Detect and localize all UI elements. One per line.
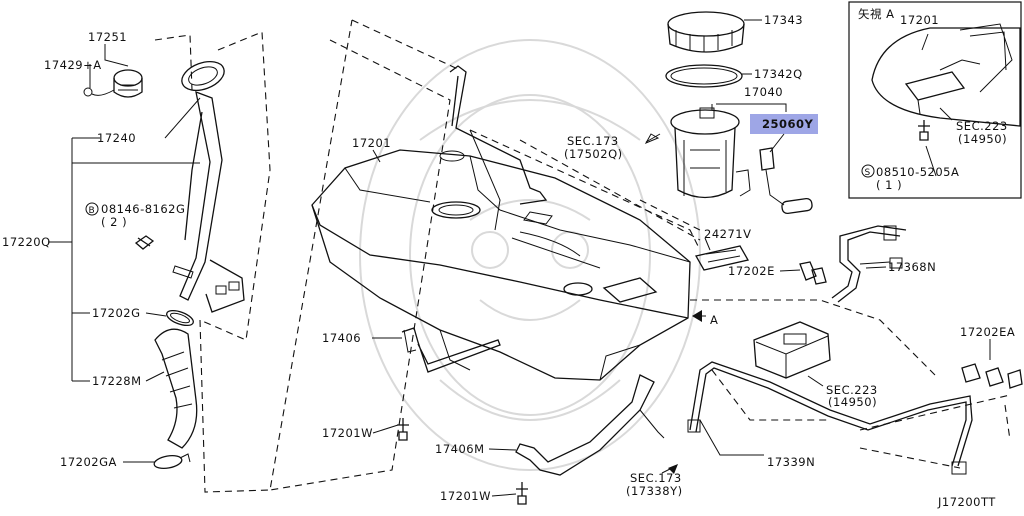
label-group: 17251 17429+A 17240 17220Q B 08146-8162G…	[2, 7, 1015, 509]
hose-17228m	[154, 328, 198, 449]
bolt-circle-b-text: B	[89, 206, 95, 216]
label-17429a: 17429+A	[44, 58, 102, 72]
label-08146: 08146-8162G	[101, 202, 185, 216]
harness-24271v	[695, 245, 749, 271]
label-17228m: 17228M	[92, 374, 142, 388]
bolt-17201w-a	[397, 418, 409, 441]
hose-clamp-17202ga	[153, 453, 191, 470]
label-diagram-code: J17200TT	[937, 495, 996, 509]
label-sec173-b: SEC.173	[630, 471, 682, 485]
fuel-cap	[83, 69, 143, 98]
label-sec173-a-ref: (17502Q)	[564, 147, 623, 161]
center-leaders	[372, 149, 517, 497]
arrow-a	[692, 310, 706, 322]
inset-label-bolt-qty: ( 1 )	[876, 178, 902, 192]
label-17202ga: 17202GA	[60, 455, 117, 469]
clip-17202e	[799, 261, 827, 285]
label-17202g: 17202G	[92, 306, 141, 320]
label-17040: 17040	[744, 85, 783, 99]
label-17220q: 17220Q	[2, 235, 51, 249]
label-sec223-main-ref: (14950)	[828, 395, 877, 409]
filler-ring	[181, 61, 225, 91]
dashed-frame-canister	[690, 299, 939, 421]
tube-17339n	[687, 361, 973, 475]
inset-label-bolt: 08510-5205A	[876, 165, 959, 179]
dashed-frame-pump	[519, 139, 701, 241]
dashed-frame-tank	[269, 19, 701, 491]
vent-tube	[449, 65, 548, 231]
inset-label-17201: 17201	[900, 13, 939, 27]
pump-leaders	[644, 19, 787, 153]
dashed-frame-lower-left	[199, 19, 353, 493]
label-24271v: 24271V	[704, 227, 751, 241]
label-17406: 17406	[322, 331, 361, 345]
canister-sec223	[753, 321, 831, 379]
dashed-frame-left	[154, 31, 271, 341]
inset-label-sec223-ref: (14950)	[958, 132, 1007, 146]
label-25060y: 25060Y	[762, 117, 814, 131]
bolt-circle-b-icon	[85, 202, 99, 216]
label-17339n: 17339N	[767, 455, 815, 469]
lock-ring-17343	[667, 11, 745, 53]
label-17201-tank: 17201	[352, 136, 391, 150]
tank-strap-17406	[401, 327, 501, 373]
label-17201w-b: 17201W	[440, 489, 491, 503]
dashed-frame-lower-right	[859, 394, 1011, 469]
inset-view-a-drawing	[861, 23, 1021, 178]
label-17240: 17240	[97, 131, 136, 145]
label-08146-qty: ( 2 )	[101, 215, 127, 229]
gasket-17342q	[665, 64, 743, 88]
fuel-tank	[311, 149, 691, 381]
label-17202e: 17202E	[728, 264, 775, 278]
tube-17368n	[831, 225, 907, 303]
label-17342q: 17342Q	[754, 67, 803, 81]
bolt-17201w-b	[516, 482, 528, 505]
label-sec173-b-ref: (17338Y)	[626, 484, 683, 498]
tank-strap-17406m	[515, 374, 665, 476]
clip-17202ea	[961, 363, 1023, 389]
pump-module-17040	[670, 107, 751, 199]
label-sec173-a: SEC.173	[567, 134, 619, 148]
watermark-logo	[359, 39, 701, 471]
filler-tube	[172, 90, 245, 313]
label-17406m: 17406M	[435, 442, 485, 456]
label-arrow-a: A	[710, 313, 718, 327]
hose-clamp-17202g	[166, 309, 194, 327]
bolt-circle-s-text: S	[865, 168, 871, 178]
inset-title: 矢視 A	[858, 7, 895, 21]
right-leaders	[661, 237, 991, 474]
left-leaders	[48, 44, 201, 463]
label-17343: 17343	[764, 13, 803, 27]
bolt-08146	[134, 235, 155, 250]
label-17201w-a: 17201W	[322, 426, 373, 440]
inset-label-sec223: SEC.223	[956, 119, 1008, 133]
label-17202ea: 17202EA	[960, 325, 1015, 339]
label-17251: 17251	[88, 30, 127, 44]
inset-view-a-frame	[848, 1, 1022, 199]
label-sec223-main: SEC.223	[826, 383, 878, 397]
label-17368n: 17368N	[888, 260, 936, 274]
fuel-level-sender-25060y	[759, 147, 813, 215]
highlight-box-25060y	[750, 114, 818, 134]
